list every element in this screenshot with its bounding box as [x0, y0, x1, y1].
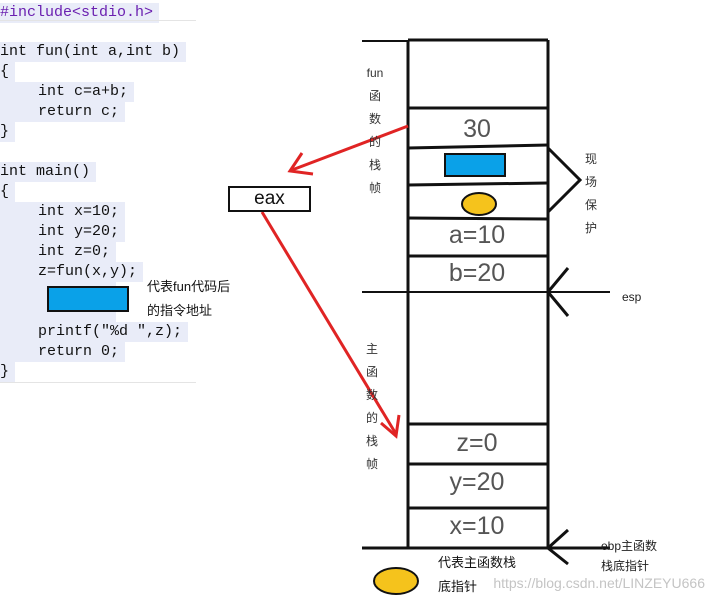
code-line: int x=10; [0, 202, 126, 222]
stack-slot-30: 30 [463, 115, 491, 143]
code-line-include: #include<stdio.h> [0, 3, 160, 23]
eax-register: eax [228, 186, 311, 212]
ebp-note: 代表主函数栈 底指针 [438, 555, 517, 594]
fun-frame-label: fun函数的栈帧 [366, 66, 384, 195]
ebp-label: ebp主函数 栈底指针 [601, 539, 658, 573]
stack-slot-x: x=10 [449, 512, 505, 540]
code-line: int y=20; [0, 222, 126, 242]
code-panel: #include<stdio.h> int fun(int a,int b) {… [0, 0, 200, 385]
stack-slot-a: a=10 [448, 221, 506, 249]
code-line: int c=a+b; [0, 82, 135, 102]
return-address-box [47, 286, 129, 312]
code-line: { [0, 182, 16, 202]
code-line: { [0, 62, 16, 82]
code-line: printf("%d ",z); [0, 322, 189, 342]
return-address-note: 代表fun代码后 的指令地址 [147, 279, 231, 318]
stack-slot-b: b=20 [448, 259, 506, 287]
code-line: int z=0; [0, 242, 117, 262]
code-line: z=fun(x,y); [0, 262, 144, 282]
stack-slot-z: z=0 [456, 429, 498, 457]
code-line-main-signature: int main() [0, 162, 97, 182]
code-line: return 0; [0, 342, 126, 362]
divider [0, 382, 196, 383]
scene-protection-label: 现场保护 [584, 152, 597, 235]
code-line: return c; [0, 102, 126, 122]
main-frame-label: 主函数的栈帧 [365, 342, 378, 471]
divider [0, 20, 196, 21]
watermark: https://blog.csdn.net/LINZEYU666 [493, 575, 705, 591]
code-line: } [0, 362, 16, 382]
code-line: } [0, 122, 16, 142]
stack-slot-y: y=20 [449, 468, 505, 496]
esp-label: esp [622, 290, 642, 304]
code-line-fun-signature: int fun(int a,int b) [0, 42, 187, 62]
